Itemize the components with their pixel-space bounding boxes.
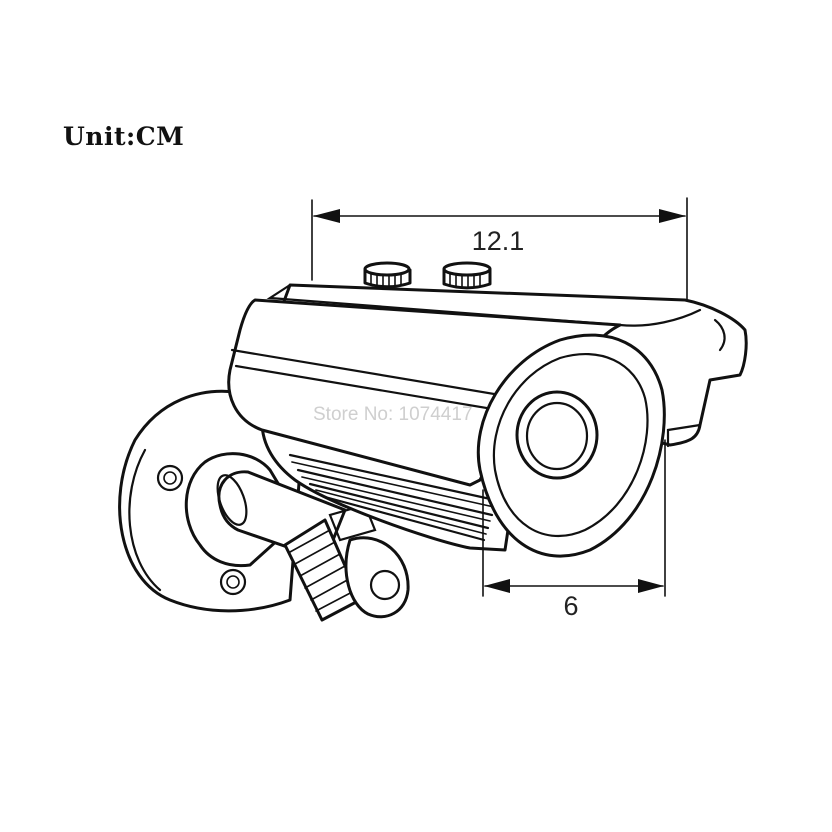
unit-label: Unit:CM [63, 122, 185, 151]
length-dimension: 12.1 [311, 197, 688, 301]
top-screw-right [442, 261, 492, 290]
store-watermark: Store No: 1074417 [313, 404, 473, 425]
length-value: 12.1 [472, 226, 525, 256]
diameter-dimension: 6 [482, 439, 666, 621]
top-screw-left [363, 261, 412, 289]
swivel-knob [283, 503, 410, 622]
lens-bezel [476, 333, 666, 558]
diameter-value: 6 [563, 591, 578, 621]
